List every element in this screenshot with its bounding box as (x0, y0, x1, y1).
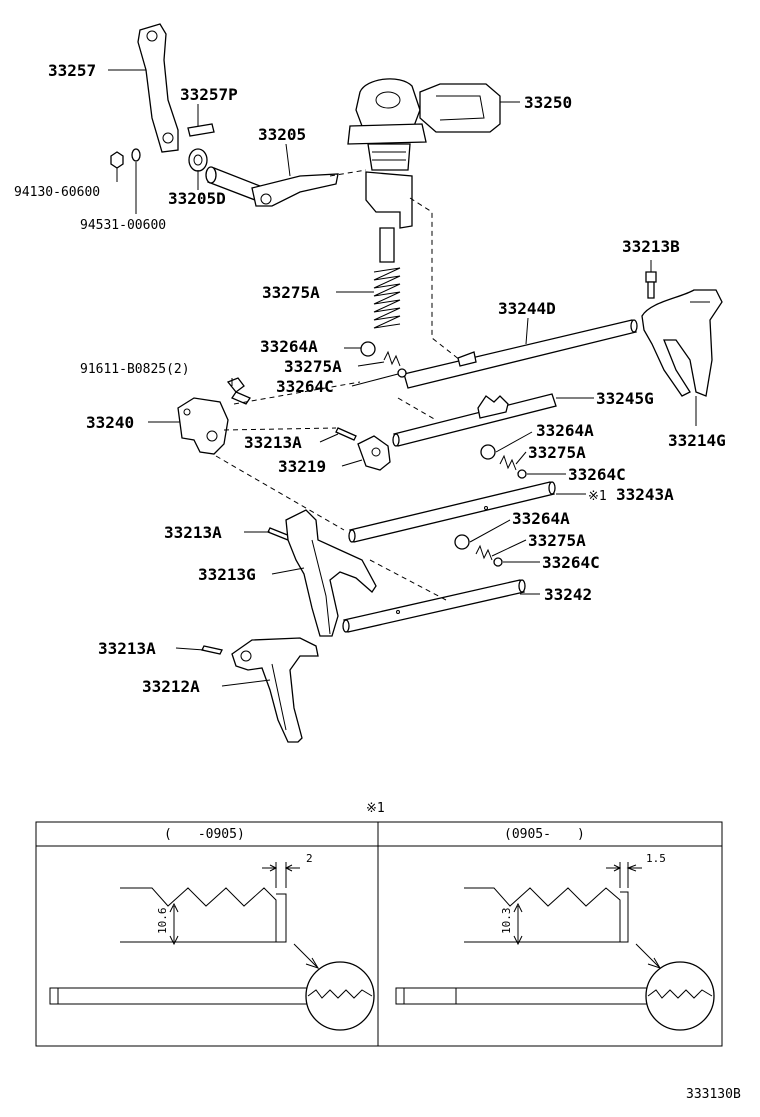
detail-left-shaft (49, 943, 375, 1031)
label-33240: 33240 (86, 413, 134, 432)
ball-33264c-2 (517, 469, 527, 479)
detail-panel: ※1 ( -0905) 10.6 2 (0905- ) (35, 801, 723, 1047)
label-33264c-1: 33264C (276, 377, 334, 396)
detail-right-header: (0905- ) (504, 827, 585, 842)
label-33213a-1: 33213A (244, 433, 302, 452)
lever-shaft-33205 (205, 166, 339, 207)
label-33243a: 33243A (616, 485, 674, 504)
label-33245g: 33245G (596, 389, 654, 408)
spring-33275a-3 (499, 454, 517, 471)
ball-33264c-1 (397, 368, 407, 378)
detail-marker: ※1 (366, 801, 385, 816)
label-33219: 33219 (278, 457, 326, 476)
nut-94130 (110, 151, 124, 169)
shift-housing-33250 (347, 78, 501, 263)
washer-33205d (188, 148, 208, 172)
label-33257p: 33257P (180, 85, 238, 104)
label-33264c-3: 33264C (542, 553, 600, 572)
detail-right-width-dim: 1.5 (646, 852, 666, 865)
label-33213a-3: 33213A (98, 639, 156, 658)
leader-lines (108, 69, 697, 687)
bolt-91611 (226, 377, 251, 405)
detail-right-profile: 10.3 1.5 (464, 852, 666, 946)
detail-left-height-dim: 10.6 (156, 908, 169, 935)
washer-94531 (131, 148, 141, 162)
figure-code: 333130B (686, 1087, 741, 1102)
shift-head-33240 (177, 397, 229, 455)
label-94531: 94531-00600 (80, 218, 166, 233)
label-33213a-2: 33213A (164, 523, 222, 542)
detail-right-height-dim: 10.3 (500, 908, 513, 935)
pin-33213a-3 (201, 645, 223, 655)
label-33205: 33205 (258, 125, 306, 144)
fork-33212a (231, 637, 319, 743)
part-labels: 33257 33257P 33250 33205 33205D 94130-60… (14, 61, 726, 696)
shift-lever-33257 (137, 23, 179, 153)
interlock-33219 (357, 435, 391, 471)
ball-33264c-3 (493, 557, 503, 567)
label-33275a-2: 33275A (284, 357, 342, 376)
fork-shaft-33242 (342, 579, 526, 633)
label-33244d: 33244D (498, 299, 556, 318)
fork-33213g (285, 509, 377, 637)
label-33213b: 33213B (622, 237, 680, 256)
label-33275a-4: 33275A (528, 531, 586, 550)
label-33275a-1: 33275A (262, 283, 320, 302)
label-33242: 33242 (544, 585, 592, 604)
spring-33275a-2 (383, 350, 401, 367)
assembly-dashed-lines (215, 169, 461, 601)
fork-shaft-33244d (403, 319, 638, 389)
label-33212a: 33212A (142, 677, 200, 696)
detail-left-header: ( -0905) (164, 827, 245, 842)
ball-33264a-2 (480, 444, 496, 460)
spring-33275a (373, 267, 401, 329)
detail-left-width-dim: 2 (306, 852, 313, 865)
detail-right-shaft (395, 943, 715, 1031)
spring-33275a-4 (475, 544, 493, 561)
label-33214g: 33214G (668, 431, 726, 450)
label-33250: 33250 (524, 93, 572, 112)
label-33213g: 33213G (198, 565, 256, 584)
label-33205d: 33205D (168, 189, 226, 208)
label-91611: 91611-B0825(2) (80, 362, 190, 377)
pin-33257p (187, 123, 215, 137)
label-94130: 94130-60600 (14, 185, 100, 200)
ball-33264a-3 (454, 534, 470, 550)
ball-33264a-1 (360, 341, 376, 357)
label-33257: 33257 (48, 61, 96, 80)
bolt-33213b (645, 271, 657, 299)
detail-left-profile: 10.6 2 (120, 852, 313, 946)
label-33264a-2: 33264A (536, 421, 594, 440)
label-note-mark: ※1 (588, 489, 607, 504)
label-33275a-3: 33275A (528, 443, 586, 462)
fork-33214g (641, 289, 723, 397)
label-33264a-3: 33264A (512, 509, 570, 528)
pin-33213a-1 (335, 427, 357, 441)
label-33264c-2: 33264C (568, 465, 626, 484)
fork-shaft-33245g (392, 393, 557, 447)
fork-shaft-33243a (348, 481, 556, 543)
label-33264a-1: 33264A (260, 337, 318, 356)
